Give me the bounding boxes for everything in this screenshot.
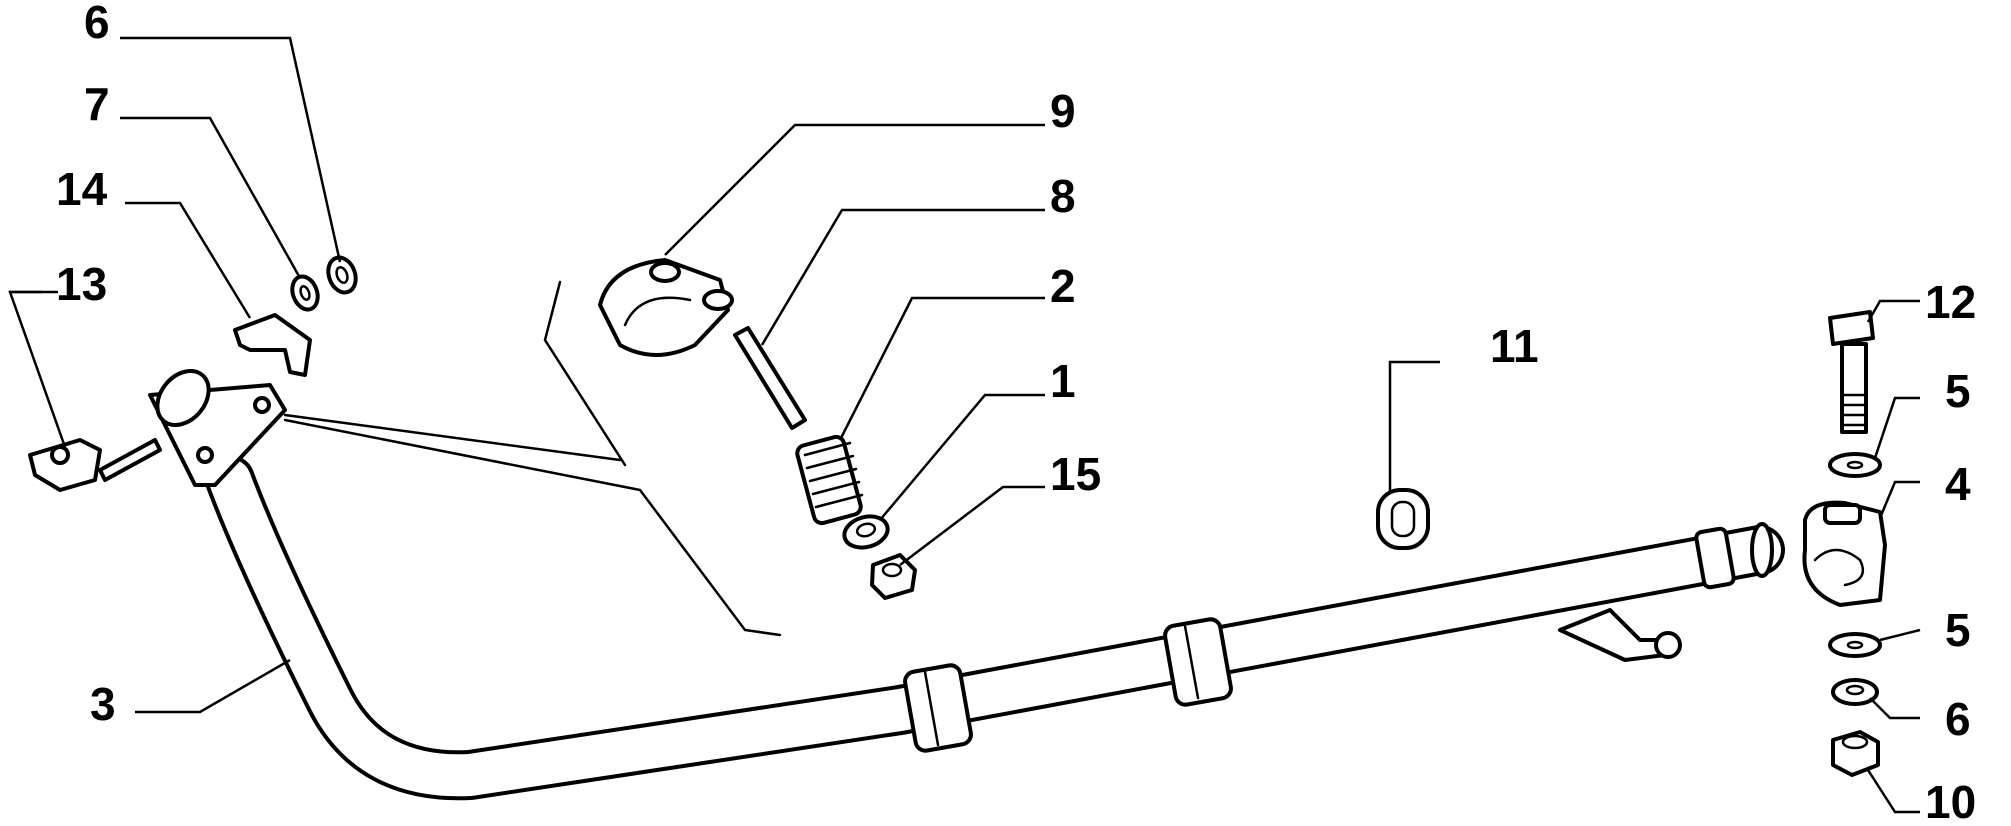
callout-7: 7 (84, 78, 110, 130)
part-6-washer-bottom (1831, 678, 1879, 706)
part-11-rubber-ring (1376, 488, 1430, 550)
callout-6-top: 6 (84, 0, 110, 48)
callout-5-lower: 5 (1945, 604, 1971, 656)
callout-13: 13 (56, 258, 107, 310)
leader-lines (8, 36, 1921, 814)
part-8-stud (733, 326, 807, 430)
part-6-nut-top (326, 255, 358, 295)
part-5-washer-lower (1828, 632, 1882, 658)
callout-5-upper: 5 (1945, 365, 1971, 417)
part-12-bolt (1828, 310, 1875, 434)
pipe-sleeve-2 (1163, 617, 1233, 707)
callout-8: 8 (1050, 170, 1076, 222)
pipe-sleeve-1 (903, 663, 973, 753)
pipe-end-collar (1694, 522, 1774, 590)
callout-9: 9 (1050, 85, 1076, 137)
callout-6-bottom: 6 (1945, 693, 1971, 745)
part-4-rubber-mount (1802, 500, 1887, 607)
part-9-u-clamp (598, 258, 734, 357)
callout-2: 2 (1050, 260, 1076, 312)
part-10-nut (1831, 730, 1880, 777)
callout-11: 11 (1490, 320, 1539, 372)
part-7-washer (290, 274, 320, 312)
part-15-nut (870, 553, 917, 600)
pipe-hanger-bracket (1558, 608, 1682, 662)
callout-3: 3 (90, 678, 116, 730)
pipe-inlet-flange (148, 369, 287, 487)
callout-10: 10 (1925, 776, 1976, 826)
part-13-clamp (28, 438, 162, 492)
exhaust-pipe (205, 455, 1785, 801)
background-frame-lines (283, 280, 782, 637)
part-5-washer-upper (1828, 452, 1882, 478)
callout-15: 15 (1050, 448, 1101, 500)
callout-1: 1 (1050, 355, 1076, 407)
part-2-spring (795, 434, 864, 526)
part-1-washer (842, 514, 890, 550)
callout-12: 12 (1925, 276, 1976, 328)
callout-14: 14 (56, 163, 108, 215)
callout-4: 4 (1945, 458, 1971, 510)
part-14-bracket (233, 313, 312, 377)
